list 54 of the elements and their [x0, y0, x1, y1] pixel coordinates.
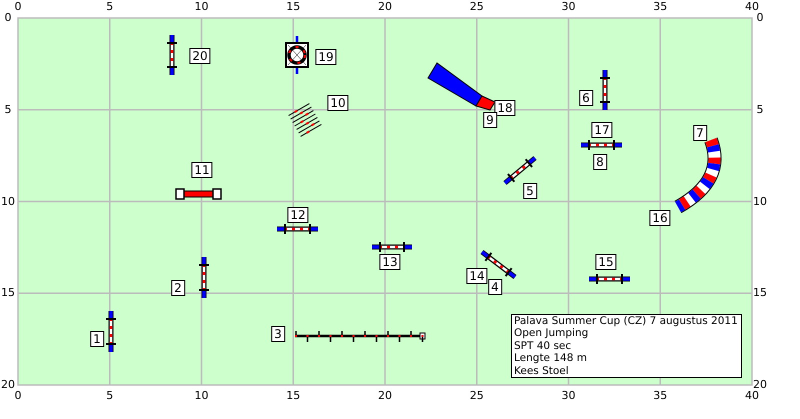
axis-tick-label: 5	[106, 1, 114, 13]
axis-tick-label: 20	[378, 1, 392, 13]
callout-number: 4	[488, 279, 502, 295]
axis-tick-label: 15	[286, 390, 300, 402]
axis-tick-label: 15	[753, 287, 767, 300]
axis-tick-label: 10	[753, 196, 767, 208]
info-text: Lengte 148 m	[514, 352, 588, 365]
info-text: Palava Summer Cup (CZ) 7 augustus 2011	[514, 315, 739, 328]
axis-tick-label: 5	[4, 104, 12, 116]
axis-tick-label: 0	[756, 12, 764, 24]
callout-number: 6	[579, 90, 593, 106]
info-box	[511, 314, 742, 378]
callout-number: 1	[90, 331, 104, 347]
axis-tick-label: 25	[470, 1, 484, 13]
callout-number: 3	[271, 326, 285, 342]
info-text: Kees Stoel	[514, 364, 570, 378]
callout-number: 5	[523, 183, 537, 199]
callout-number: 2	[171, 280, 185, 296]
axis-tick-label: 20	[753, 379, 767, 391]
axis-tick-label: 40	[745, 1, 759, 13]
callout-number: 13	[379, 254, 401, 270]
axis-tick-label: 10	[194, 390, 208, 402]
axis-tick-label: 0	[4, 12, 12, 24]
callout-number: 8	[593, 154, 607, 170]
axis-tick-label: 10	[1, 196, 15, 208]
axis-tick-label: 35	[653, 390, 668, 402]
callout-number: 18	[494, 100, 516, 116]
info-text: Open Jumping	[514, 327, 590, 340]
axis-tick-label: 20	[1, 379, 15, 391]
axis-tick-label: 25	[470, 390, 484, 402]
axis-tick-label: 0	[14, 390, 22, 402]
axis-tick-label: 20	[378, 390, 392, 402]
info-text: SPT 40 sec	[514, 340, 572, 352]
callout-number: 20	[189, 48, 211, 64]
axis-tick-label: 40	[745, 390, 759, 402]
axis-tick-label: 5	[756, 104, 764, 116]
callout-number: 7	[693, 125, 707, 141]
callout-number: 16	[649, 210, 671, 226]
axis-tick-label: 30	[562, 390, 576, 402]
axis-tick-label: 15	[286, 1, 300, 13]
callout-number: 15	[595, 254, 617, 270]
callout-number: 9	[483, 112, 497, 128]
axis-tick-label: 10	[194, 1, 208, 13]
axis-tick-label: 0	[14, 1, 22, 13]
axis-tick-label: 15	[1, 287, 15, 300]
callout-number: 19	[315, 49, 337, 65]
callout-number: 10	[327, 95, 349, 111]
axis-tick-label: 35	[653, 1, 668, 13]
callout-number: 11	[191, 162, 213, 178]
callout-number: 12	[287, 207, 309, 223]
callout-number: 17	[591, 122, 613, 138]
callout-number: 14	[466, 268, 488, 284]
axis-tick-label: 30	[562, 1, 576, 13]
axis-tick-label: 5	[106, 390, 114, 402]
